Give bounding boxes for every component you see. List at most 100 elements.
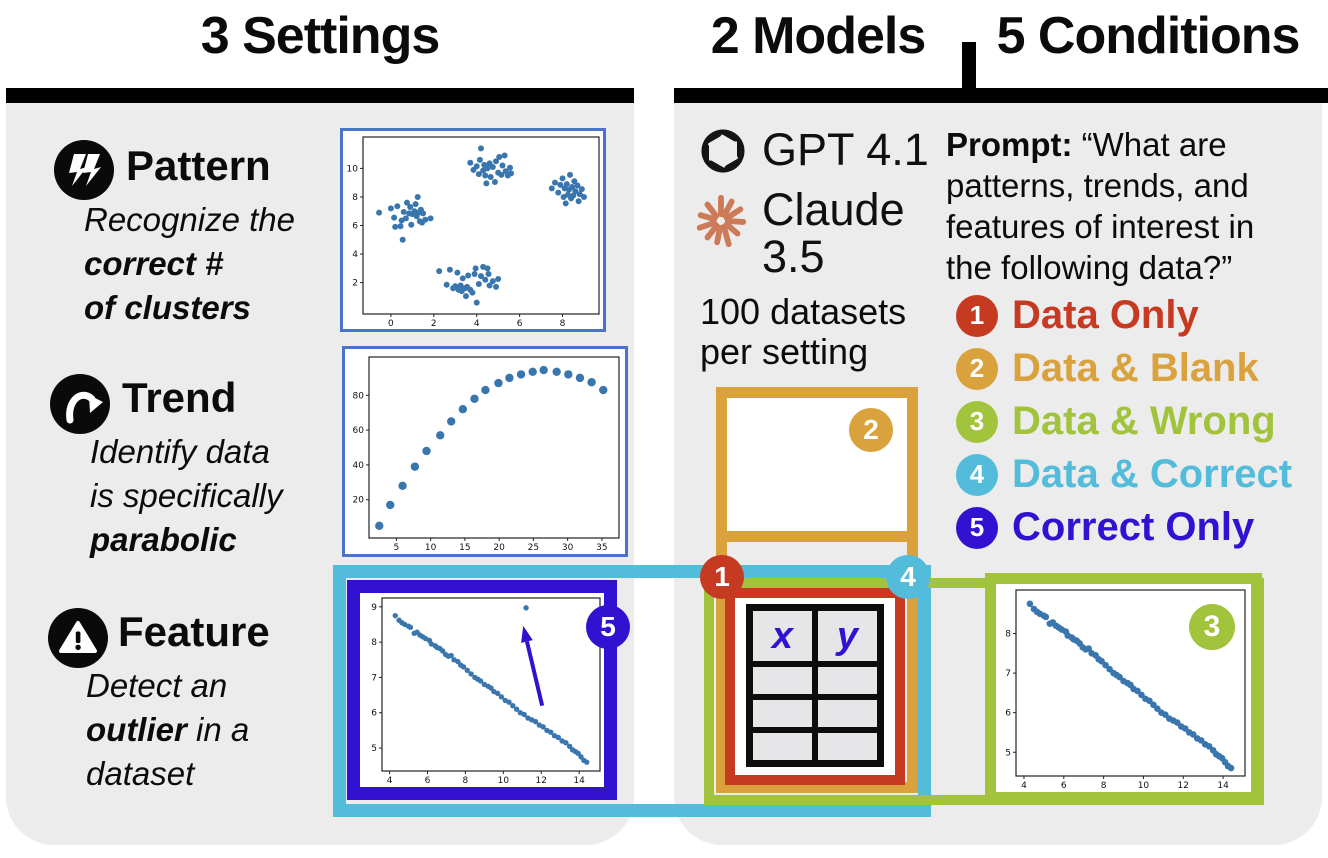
model-name-claude: Claude 3.5 xyxy=(762,184,905,282)
left-section-title: 3 Settings xyxy=(200,7,441,65)
svg-text:5: 5 xyxy=(1005,748,1011,758)
condition-legend-label: Data & Correct xyxy=(1012,452,1293,496)
svg-text:4: 4 xyxy=(352,250,358,260)
condition-legend-label: Data & Wrong xyxy=(1012,399,1276,443)
svg-text:20: 20 xyxy=(353,496,365,506)
svg-text:12: 12 xyxy=(536,776,547,786)
svg-text:2: 2 xyxy=(431,319,437,329)
svg-text:8: 8 xyxy=(352,193,358,203)
setting-title-trend: Trend xyxy=(122,374,237,421)
svg-text:10: 10 xyxy=(347,164,359,174)
condition-frame-cyan xyxy=(333,565,931,817)
condition-badge-2: 2 xyxy=(849,408,893,452)
condition-badge-1: 1 xyxy=(700,555,744,599)
header-underline-left xyxy=(6,88,634,103)
svg-text:4: 4 xyxy=(474,319,480,329)
datasets-note: 100 datasets per setting xyxy=(700,291,907,372)
model-name-gpt: GPT 4.1 xyxy=(762,124,929,175)
svg-text:40: 40 xyxy=(353,461,365,471)
svg-text:10: 10 xyxy=(1138,781,1150,791)
desc-segment: correct # xyxy=(84,245,224,282)
svg-text:10: 10 xyxy=(425,543,437,553)
svg-text:9: 9 xyxy=(371,603,377,613)
svg-text:6: 6 xyxy=(1061,781,1067,791)
svg-text:8: 8 xyxy=(371,638,377,648)
desc-segment: outlier xyxy=(86,711,187,748)
svg-text:35: 35 xyxy=(596,543,607,553)
condition-legend-badge: 4 xyxy=(956,453,998,496)
anthropic-logo xyxy=(690,188,752,257)
svg-text:8: 8 xyxy=(463,776,469,786)
table-empty-cell xyxy=(818,667,877,694)
svg-text:30: 30 xyxy=(562,543,574,553)
setting-title-pattern: Pattern xyxy=(126,142,271,189)
setting-title-feature: Feature xyxy=(118,608,270,655)
svg-text:25: 25 xyxy=(528,543,539,553)
table-empty-cell xyxy=(818,733,877,760)
svg-text:4: 4 xyxy=(387,776,393,786)
svg-text:6: 6 xyxy=(371,709,377,719)
svg-text:10: 10 xyxy=(498,776,510,786)
svg-text:8: 8 xyxy=(560,319,566,329)
table-empty-cell xyxy=(753,733,812,760)
svg-text:7: 7 xyxy=(371,673,377,683)
condition-badge-3: 3 xyxy=(1189,604,1235,650)
prompt-label: Prompt: xyxy=(946,126,1082,163)
header-underline-right xyxy=(674,88,1328,103)
blank-box-bottom-edge xyxy=(716,531,918,542)
desc-segment: Detect an xyxy=(86,667,228,704)
condition-item-2: 2 Data & Blank xyxy=(956,342,1292,395)
svg-text:8: 8 xyxy=(1101,781,1107,791)
table-header-cell: y xyxy=(818,611,877,661)
table-empty-cell xyxy=(753,700,812,727)
svg-text:5: 5 xyxy=(394,543,400,553)
svg-text:60: 60 xyxy=(353,426,365,436)
condition-legend-label: Correct Only xyxy=(1012,505,1255,549)
condition-item-4: 4 Data & Correct xyxy=(956,448,1292,501)
svg-text:80: 80 xyxy=(353,391,365,401)
desc-segment: Recognize the xyxy=(84,201,295,238)
svg-text:20: 20 xyxy=(493,543,505,553)
condition-legend-badge: 2 xyxy=(956,347,998,390)
table-empty-cell xyxy=(753,667,812,694)
desc-segment: parabolic xyxy=(90,521,237,558)
svg-text:0: 0 xyxy=(388,319,394,329)
svg-text:6: 6 xyxy=(1005,709,1011,719)
models-section-title: 2 Models xyxy=(710,7,927,65)
svg-text:6: 6 xyxy=(425,776,431,786)
condition-legend-label: Data & Blank xyxy=(1012,346,1259,390)
condition-badge-4: 4 xyxy=(886,555,930,599)
condition-legend-badge: 5 xyxy=(956,506,998,549)
table-header-cell: x xyxy=(753,611,812,661)
condition-legend-label: Data Only xyxy=(1012,293,1199,337)
table-empty-cell xyxy=(818,700,877,727)
condition-item-5: 5 Correct Only xyxy=(956,501,1292,554)
svg-text:14: 14 xyxy=(573,776,585,786)
condition-badge-5: 5 xyxy=(586,605,630,649)
outlier-scatter-plot: 4 6 8 10 12 14 5 6 7 8 9 xyxy=(371,597,601,786)
openai-logo xyxy=(694,122,752,185)
svg-text:12: 12 xyxy=(1178,781,1189,791)
desc-segment: in a xyxy=(186,711,250,748)
header-divider xyxy=(962,42,976,103)
svg-text:8: 8 xyxy=(1005,630,1011,640)
feature-warning-icon xyxy=(46,606,110,675)
svg-text:6: 6 xyxy=(517,319,523,329)
svg-text:6: 6 xyxy=(352,222,358,232)
trend-arrow-icon xyxy=(48,372,112,441)
svg-text:5: 5 xyxy=(371,744,377,754)
svg-text:4: 4 xyxy=(1021,781,1027,791)
conditions-section-title: 5 Conditions xyxy=(996,7,1301,65)
